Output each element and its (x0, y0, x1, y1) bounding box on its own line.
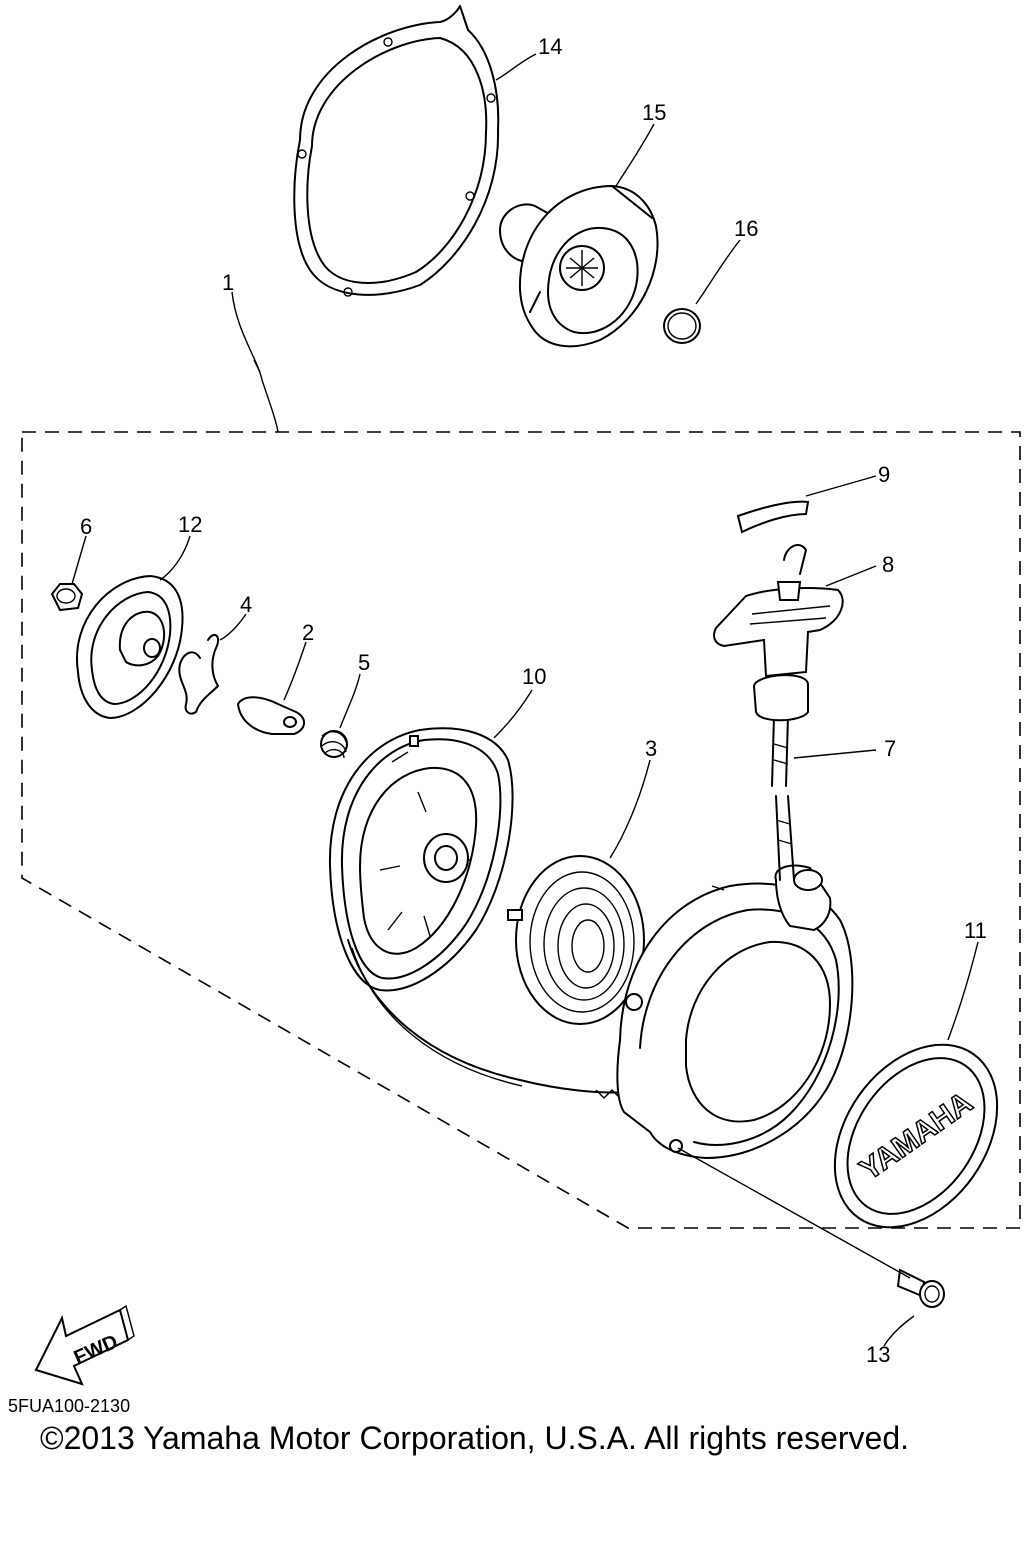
callout-7: 7 (884, 736, 896, 761)
callout-5: 5 (358, 650, 370, 675)
part-3-recoil-spring[interactable] (507, 855, 645, 1025)
part-2-pawl[interactable] (236, 696, 305, 735)
callout-4: 4 (240, 592, 252, 617)
callout-2: 2 (302, 620, 314, 645)
copyright-notice: ©2013 Yamaha Motor Corporation, U.S.A. A… (40, 1420, 910, 1456)
part-6-nut[interactable] (50, 583, 84, 612)
callout-14: 14 (538, 34, 562, 59)
part-7-rope[interactable] (771, 715, 795, 881)
part-9-handle-cap[interactable] (736, 500, 810, 534)
callout-15: 15 (642, 100, 666, 125)
part-16-o-ring[interactable] (663, 308, 701, 344)
leader-lines (71, 53, 979, 1347)
part-12-drive-plate[interactable] (75, 574, 184, 720)
callout-10: 10 (522, 664, 546, 689)
starter-case[interactable] (616, 864, 854, 1160)
part-13-bolt[interactable] (896, 1268, 945, 1308)
assembly-boundary-dashed (21, 431, 1021, 1229)
part-11-cover[interactable]: YAMAHA (801, 1014, 1024, 1258)
callout-16: 16 (734, 216, 758, 241)
callout-13: 13 (866, 1342, 890, 1367)
part-10-sheave-drum[interactable] (328, 727, 514, 992)
callout-6: 6 (80, 514, 92, 539)
part-15-drive-pulley[interactable] (498, 184, 659, 348)
callout-8: 8 (882, 552, 894, 577)
diagram-code: 5FUA100-2130 (8, 1396, 131, 1416)
part-5-spring[interactable] (320, 730, 348, 759)
part-8-handle[interactable] (713, 544, 844, 722)
part-14-gasket[interactable] (293, 5, 500, 297)
callout-11: 11 (964, 918, 987, 943)
callout-9: 9 (878, 462, 890, 487)
callout-1: 1 (222, 270, 234, 295)
callout-12: 12 (178, 512, 202, 537)
callout-3: 3 (645, 736, 657, 761)
part-4-spring-clip[interactable] (178, 633, 220, 715)
fwd-arrow-icon: FWD (34, 1304, 135, 1386)
